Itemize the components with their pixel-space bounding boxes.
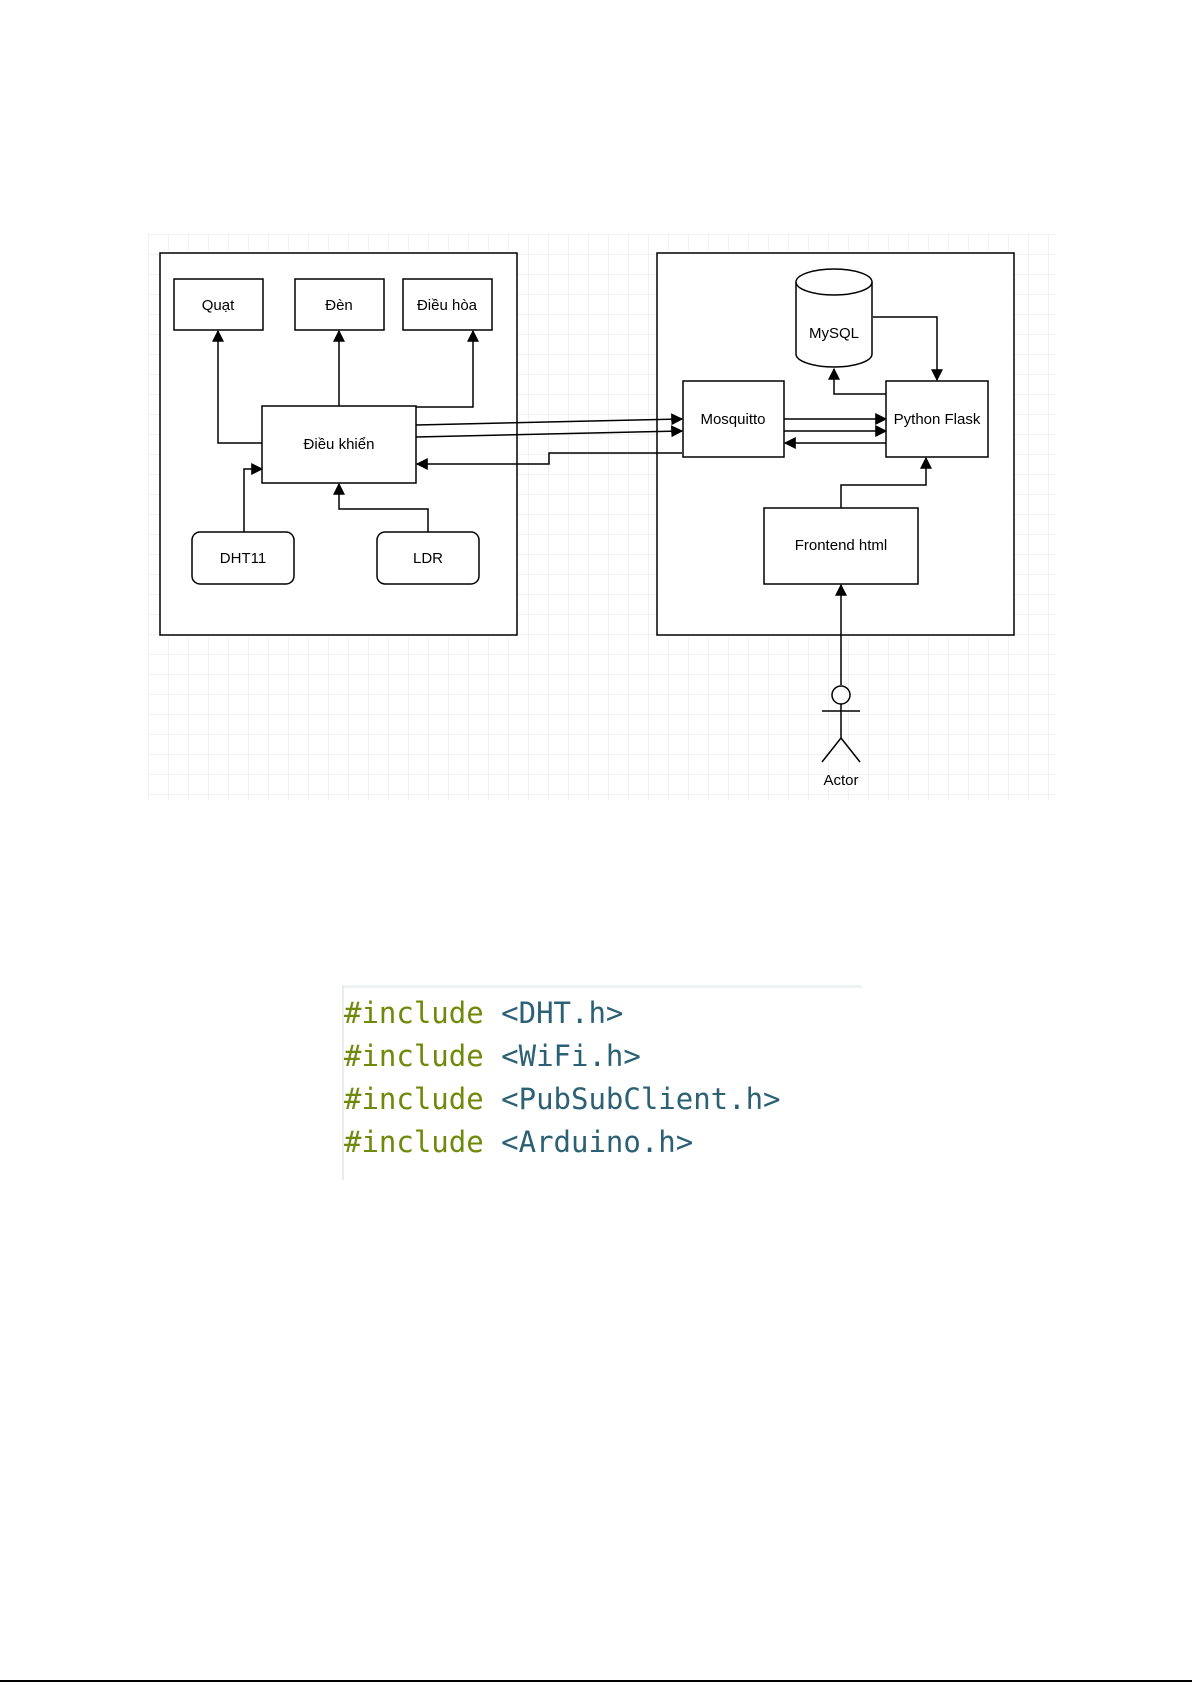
node-dht11: DHT11 (192, 532, 294, 584)
node-light-label: Đèn (325, 297, 353, 314)
node-fan: Quạt (174, 279, 263, 330)
node-mosquitto: Mosquitto (683, 381, 784, 457)
code-header: <DHT.h> (501, 996, 623, 1030)
code-line: #include <PubSubClient.h> (344, 1082, 781, 1116)
node-mysql: MySQL (796, 269, 872, 367)
node-mysql-label: MySQL (809, 325, 859, 342)
node-air-conditioner-label: Điều hòa (417, 297, 478, 314)
node-controller: Điều khiển (262, 406, 416, 483)
node-frontend: Frontend html (764, 508, 918, 584)
node-air-conditioner: Điều hòa (403, 279, 492, 330)
code-directive: #include (344, 1039, 484, 1073)
code-header: <WiFi.h> (501, 1039, 641, 1073)
node-light: Đèn (295, 279, 384, 330)
code-snippet: #include <DHT.h> #include <WiFi.h> #incl… (342, 985, 862, 1180)
page-bottom-rule (0, 1680, 1192, 1682)
code-directive: #include (344, 996, 484, 1030)
code-directive: #include (344, 1082, 484, 1116)
node-mosquitto-label: Mosquitto (700, 411, 765, 428)
code-header: <PubSubClient.h> (501, 1082, 780, 1116)
node-frontend-label: Frontend html (795, 537, 888, 554)
code-line: #include <DHT.h> (344, 996, 623, 1030)
node-ldr-label: LDR (413, 550, 443, 567)
node-python-flask: Python Flask (886, 381, 988, 457)
node-ldr: LDR (377, 532, 479, 584)
node-dht11-label: DHT11 (220, 550, 266, 567)
code-line: #include <Arduino.h> (344, 1125, 693, 1159)
node-controller-label: Điều khiển (304, 436, 375, 453)
node-python-flask-label: Python Flask (894, 411, 981, 428)
code-header: <Arduino.h> (501, 1125, 693, 1159)
actor-label: Actor (823, 772, 858, 789)
node-fan-label: Quạt (202, 297, 235, 314)
code-line: #include <WiFi.h> (344, 1039, 641, 1073)
code-directive: #include (344, 1125, 484, 1159)
